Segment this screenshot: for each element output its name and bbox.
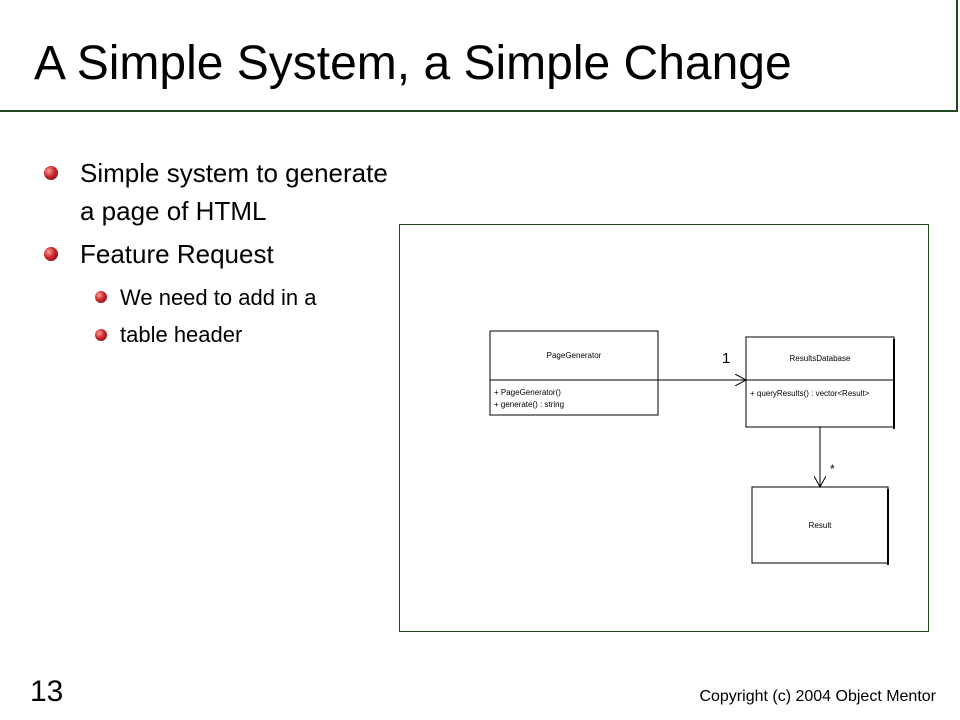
class-results-database: ResultsDatabase + queryResults() : vecto…: [745, 336, 895, 429]
sub-bullet-1: We need to add in a: [120, 285, 317, 310]
class-result: Result: [751, 486, 889, 565]
bullet-icon: [44, 247, 58, 261]
page-generator-name: PageGenerator: [547, 351, 602, 360]
page-generator-box: [489, 330, 659, 416]
slide-title: A Simple System, a Simple Change: [34, 37, 792, 90]
bullet-icon: [44, 166, 58, 180]
result-name: Result: [809, 521, 832, 530]
bullet-1-line-1: Simple system to generate: [80, 158, 388, 188]
sub-bullet-icon: [95, 329, 107, 341]
result-box: [751, 486, 889, 564]
results-database-box: [745, 336, 895, 428]
sub-bullet-2: table header: [120, 322, 243, 347]
sub-bullet-icon: [95, 291, 107, 303]
title-frame: [0, 0, 958, 112]
results-database-op-1: + queryResults() : vector<Result>: [750, 389, 870, 398]
page-generator-op-2: + generate() : string: [494, 400, 564, 409]
multiplicity-label-star: *: [830, 462, 835, 476]
uml-diagram-frame: PageGenerator + PageGenerator() + genera…: [399, 224, 929, 632]
bullet-1-line-2: a page of HTML: [80, 196, 267, 226]
bullet-2: Feature Request: [80, 239, 274, 269]
page-number: 13: [30, 675, 64, 708]
page-generator-op-1: + PageGenerator(): [494, 388, 561, 397]
results-database-name: ResultsDatabase: [790, 354, 851, 363]
copyright-text: Copyright (c) 2004 Object Mentor: [699, 688, 936, 705]
uml-class-diagram: PageGenerator + PageGenerator() + genera…: [489, 330, 895, 565]
multiplicity-label-1: 1: [722, 350, 730, 367]
class-page-generator: PageGenerator + PageGenerator() + genera…: [489, 330, 659, 416]
